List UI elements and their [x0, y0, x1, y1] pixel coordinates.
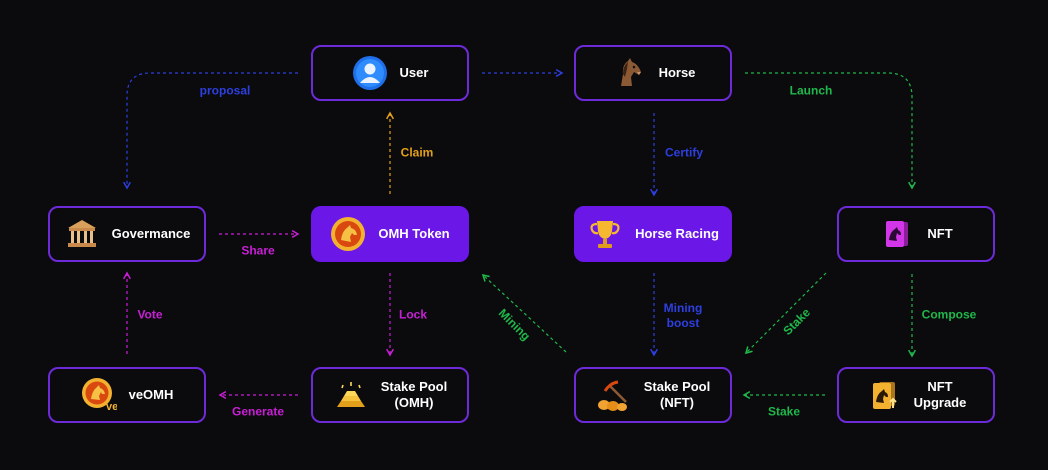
node-label: NFT — [927, 226, 953, 241]
edge-label-launch: Launch — [789, 83, 833, 98]
node-veomh: ve veOMH — [48, 367, 206, 423]
edge-label-proposal: proposal — [199, 83, 251, 98]
horse-head-icon — [620, 58, 641, 86]
node-label: OMH Token — [378, 226, 450, 241]
nft-upgrade-icon — [872, 382, 897, 409]
trophy-icon — [590, 221, 620, 248]
coins-pickaxe-icon — [597, 380, 627, 411]
edge-label-lock: Lock — [398, 307, 428, 322]
node-label: Govermance — [111, 226, 191, 241]
node-nft: NFT — [837, 206, 995, 262]
node-horse: Horse — [574, 45, 732, 101]
node-user: User — [311, 45, 469, 101]
node-label: User — [399, 65, 429, 80]
omh-coin-icon — [331, 217, 366, 251]
node-label: Stake Pool (NFT) — [643, 379, 711, 410]
edge-label-claim: Claim — [400, 145, 434, 160]
node-governance: Govermance — [48, 206, 206, 262]
edge-label-certify: Certify — [664, 145, 704, 160]
edge-stake-diag — [744, 272, 827, 355]
edge-label-share: Share — [241, 243, 275, 258]
node-label: Horse — [658, 65, 696, 80]
svg-text:ve: ve — [106, 401, 117, 413]
node-nft-upgrade: NFT Upgrade — [837, 367, 995, 423]
node-label: NFT Upgrade — [913, 379, 967, 410]
nft-card-icon — [886, 221, 909, 247]
veomh-coin-icon: ve — [81, 378, 117, 413]
node-omh-token: OMH Token — [311, 206, 469, 262]
edge-mining — [481, 273, 567, 353]
node-stake-pool-nft: Stake Pool (NFT) — [574, 367, 732, 423]
node-label: veOMH — [128, 387, 174, 402]
node-stake-pool-omh: Stake Pool (OMH) — [311, 367, 469, 423]
node-horse-racing: Horse Racing — [574, 206, 732, 262]
node-label: Horse Racing — [635, 226, 719, 241]
edge-label-compose: Compose — [921, 307, 977, 322]
edge-launch — [745, 72, 917, 190]
user-icon — [352, 56, 387, 90]
edge-label-mining-boost: Mining boost — [663, 301, 703, 330]
edge-label-stake: Stake — [767, 404, 801, 419]
node-label: Stake Pool (OMH) — [380, 379, 448, 410]
bank-building-icon — [67, 220, 96, 247]
edge-label-generate: Generate — [231, 404, 285, 419]
edge-label-vote: Vote — [137, 307, 163, 322]
gold-bars-icon — [336, 382, 365, 407]
